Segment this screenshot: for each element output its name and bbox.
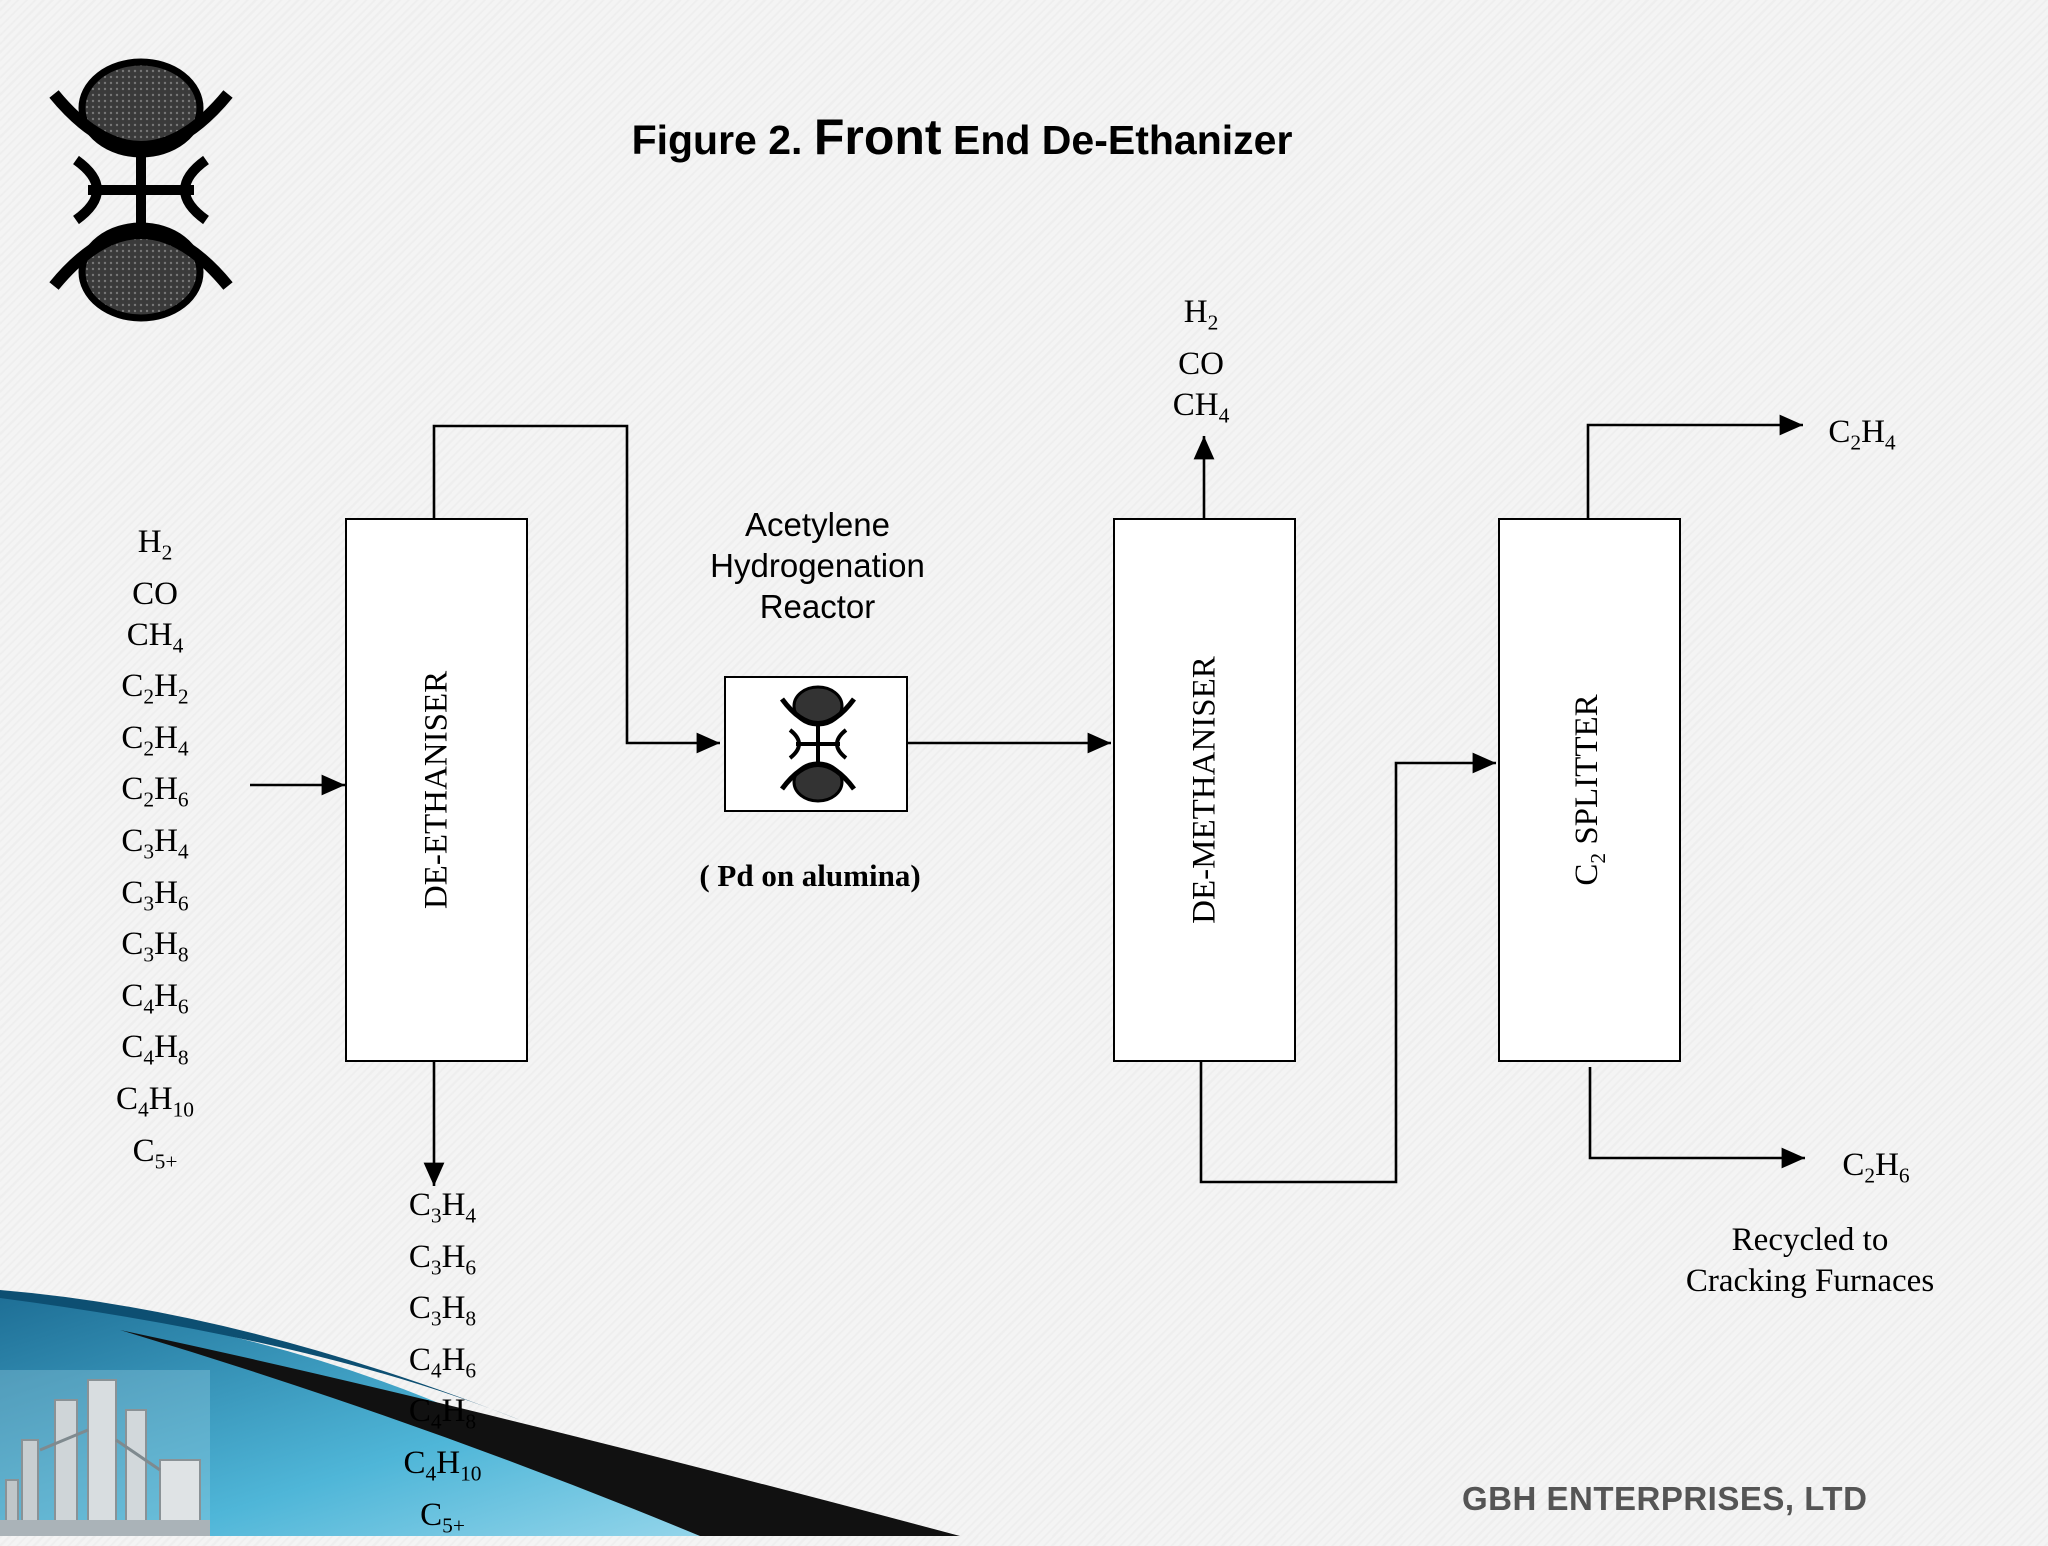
reactor-label-line3: Reactor [759,588,876,625]
c2-splitter-column: C2 SPLITTER [1498,518,1681,1062]
chemical-component: C4H6 [408,1341,477,1383]
chemical-component: H2 [1183,294,1219,335]
chemical-component: CH4 [1172,386,1230,428]
reactor-icon [779,685,857,803]
chemical-component: C4H10 [403,1444,482,1486]
ethylene-line [1586,414,1803,518]
company-logo [49,58,233,322]
chemical-component: C3H4 [408,1187,477,1228]
reactor-label: Acetylene Hydrogenation Reactor [660,504,975,627]
deethaniser-column: DE-ETHANISER [345,518,528,1062]
chemical-component: C3H6 [121,874,189,916]
chemical-component: C4H8 [121,1029,189,1070]
recycle-note: Recycled to Cracking Furnaces [1685,1222,1935,1299]
chemical-component: C2H4 [121,719,189,761]
chemical-component: C3H6 [408,1238,477,1280]
chemical-component: C5+ [132,1132,178,1174]
title-emphasis: Front [813,109,942,165]
chemical-component: CO [1178,345,1224,382]
refinery-illustration [0,1370,210,1536]
page-title: Figure 2. Front End De-Ethanizer [0,108,1924,166]
hydrogenation-reactor [724,676,908,812]
c2-splitter-label: C2 SPLITTER [1568,694,1610,886]
ethane-product-label: C2H6 [1842,1147,1910,1188]
chemical-component: C5+ [420,1496,465,1538]
ethylene-product-label: C2H4 [1828,414,1896,455]
chemical-component: C4H10 [115,1080,194,1122]
chemical-component: C3H8 [121,926,189,967]
demethaniser-label: DE-METHANISER [1186,656,1222,924]
title-prefix: Figure 2. [631,117,814,163]
ethane-line [1588,1067,1805,1169]
demethaniser-column: DE-METHANISER [1113,518,1296,1062]
title-rest: End De-Ethanizer [941,117,1293,163]
chemical-component: C2H2 [121,668,189,709]
demethaniser-bottoms-line [1199,752,1496,1184]
reactor-label-line1: Acetylene [745,506,890,543]
deethaniser-label: DE-ETHANISER [418,670,454,910]
chemical-component: CO [132,575,178,612]
footer-company-name: GBH ENTERPRISES, LTD [1462,1480,1868,1517]
chemical-component: C2H6 [121,771,189,812]
chemical-component: C3H4 [121,822,189,864]
catalyst-label: ( Pd on alumina) [699,858,921,893]
deethaniser-overhead-line [432,424,720,754]
chemical-component: H2 [137,524,173,565]
chemical-component: C4H6 [121,977,189,1019]
reactor-label-line2: Hydrogenation [710,547,925,584]
chemical-component: C3H8 [408,1290,477,1331]
chemical-component: C4H8 [408,1393,477,1434]
chemical-component: CH4 [126,616,184,658]
